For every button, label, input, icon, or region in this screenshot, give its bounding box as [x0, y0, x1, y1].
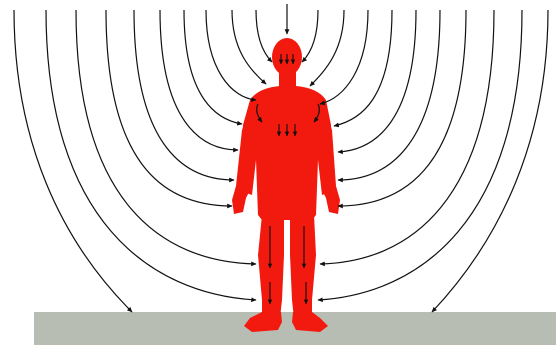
field-line: [338, 10, 466, 206]
field-line: [232, 10, 266, 84]
figure-left-leg: [258, 215, 284, 318]
field-line: [256, 10, 272, 62]
field-lines-left: [14, 10, 272, 312]
field-line: [310, 10, 344, 86]
field-line: [106, 10, 232, 206]
field-line: [320, 10, 494, 264]
field-line: [338, 10, 416, 152]
field-line: [206, 10, 256, 100]
field-lines-right: [302, 10, 548, 312]
field-line: [432, 10, 548, 312]
field-line: [14, 10, 132, 312]
field-line: [302, 10, 318, 62]
field-line: [318, 10, 522, 300]
field-line: [134, 10, 234, 180]
field-line: [320, 10, 368, 104]
human-figure: [232, 38, 340, 332]
field-line: [160, 10, 238, 150]
field-line: [338, 10, 440, 180]
figure-right-leg: [290, 215, 316, 318]
field-line: [76, 10, 256, 264]
